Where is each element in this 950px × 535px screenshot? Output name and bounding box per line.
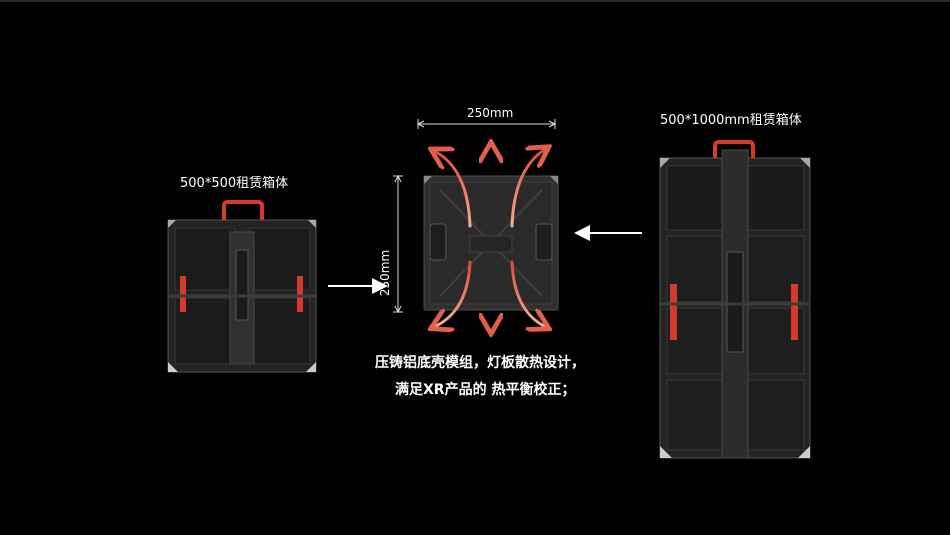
large-cabinet-label: 500*1000mm租赁箱体	[660, 113, 802, 128]
width-dimension-line	[416, 119, 557, 129]
height-dimension-line	[393, 174, 403, 314]
small-cabinet-label: 500*500租赁箱体	[180, 176, 289, 191]
width-dimension-label: 250mm	[467, 106, 514, 120]
top-divider	[0, 0, 950, 2]
heat-dissipation-arrows	[436, 148, 544, 328]
large-cabinet-image	[659, 140, 811, 459]
module-image	[423, 175, 559, 311]
description-line-2: 满足XR产品的 热平衡校正；	[395, 382, 576, 398]
description-line-1: 压铸铝底壳模组，灯板散热设计，	[375, 355, 585, 371]
height-dimension-label: 250mm	[378, 249, 393, 297]
small-cabinet-image	[167, 200, 317, 373]
